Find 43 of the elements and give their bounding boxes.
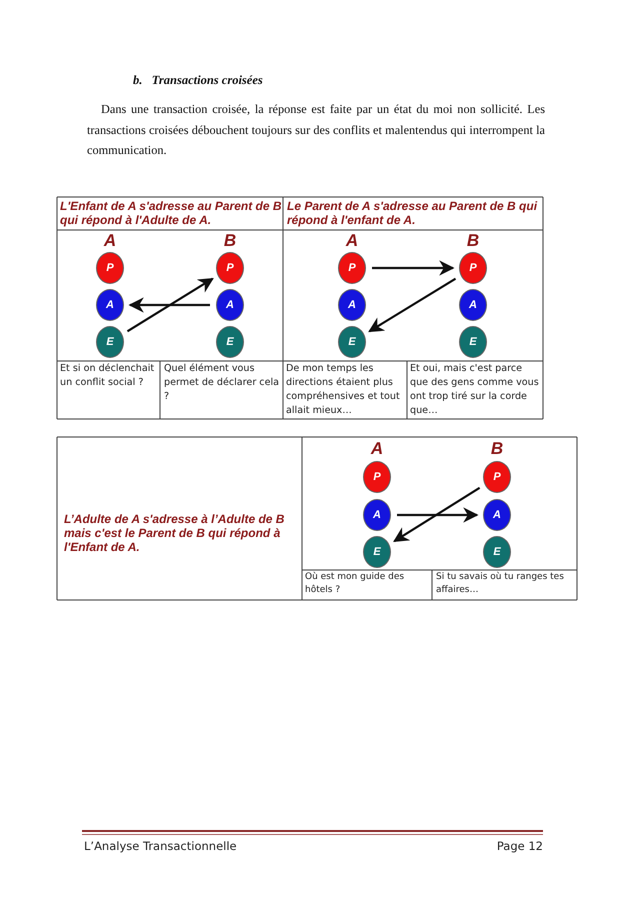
person-letter: A — [344, 232, 360, 250]
section-heading: b. Transactions croisées — [133, 73, 263, 88]
transaction-caption: L'Enfant de A s'adresse au Parent de B qui répond à l'Adulte de A. — [60, 199, 282, 227]
person-letter: B — [490, 440, 504, 458]
footer-text: L’Analyse Transactionnelle — [84, 839, 237, 853]
transaction-caption: Le Parent de A s'adresse au Parent de B qui répond à l'enfant de A. — [287, 199, 538, 227]
ego-state-circle: A — [363, 499, 391, 531]
transaction-arrow — [128, 297, 210, 313]
transaction-arrow — [393, 486, 480, 542]
dialogue-text: Quel élément vous permet de déclarer cela ? — [164, 362, 280, 404]
dialogue-text: De mon temps les directions étaient plus compréhensives et tout allait mieux… — [286, 362, 401, 418]
ego-state-circle: A — [216, 289, 244, 321]
person-letter: A — [102, 232, 118, 250]
body-paragraph: Dans une transaction croisée, la réponse est faite par un état du moi non sollicité. Les transactions croisées débouchent toujours sur des conflits et malentendus qui interrompent la communication. — [87, 101, 545, 159]
ego-state-circle: P — [96, 252, 124, 284]
ego-state-circle: E — [96, 326, 124, 358]
ego-state-circle: A — [483, 499, 511, 531]
transaction-arrow — [372, 260, 455, 276]
ego-state-circle: A — [96, 289, 124, 321]
ego-state-circle: P — [216, 252, 244, 284]
dialogue-text: Où est mon guide des hôtels ? — [305, 571, 406, 597]
dialogue-text: Si tu savais où tu ranges tes affaires… — [436, 571, 565, 597]
dialogue-text: Et si on déclenchait un conflit social ? — [60, 362, 156, 390]
person-letter: B — [222, 232, 238, 250]
page-number: Page 12 — [496, 839, 543, 853]
transaction-caption: L’Adulte de A s'adresse à l’Adulte de B mais c'est le Parent de B qui répond à l'Enfant de A. — [64, 512, 286, 554]
ego-state-circle: E — [459, 326, 487, 358]
transaction-arrow — [126, 278, 214, 332]
ego-state-circle: E — [483, 536, 511, 568]
ego-state-circle: P — [338, 252, 366, 284]
person-letter: A — [370, 440, 384, 458]
transaction-arrow — [368, 278, 456, 332]
person-letter: B — [466, 232, 480, 250]
ego-state-circle: P — [483, 461, 511, 493]
ego-state-circle: E — [363, 536, 391, 568]
dialogue-text: Et oui, mais c'est parce que des gens comme vous ont trop tiré sur la corde que… — [410, 362, 540, 418]
ego-state-circle: A — [338, 289, 366, 321]
ego-state-circle: E — [216, 326, 244, 358]
ego-state-circle: P — [363, 461, 391, 493]
ego-state-circle: E — [338, 326, 366, 358]
ego-state-circle: A — [459, 289, 487, 321]
ego-state-circle: P — [459, 252, 487, 284]
transaction-arrow — [397, 507, 479, 523]
